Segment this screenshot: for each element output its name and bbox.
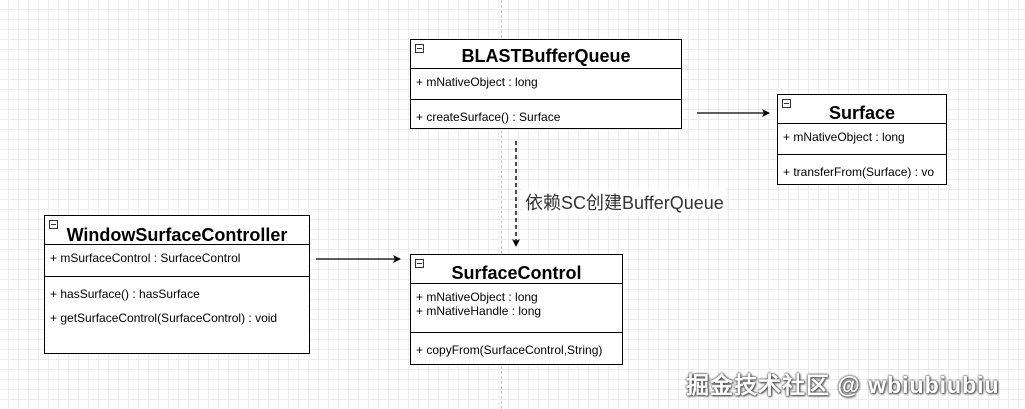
class-windowsurfacecontroller[interactable]: WindowSurfaceController + mSurfaceContro… [44,215,310,354]
method-row: + getSurfaceControl(SurfaceControl) : vo… [50,311,278,325]
class-header: Surface [778,95,946,124]
attribute-row: + mSurfaceControl : SurfaceControl [50,251,241,265]
attribute-row: + mNativeHandle : long [416,304,542,318]
class-surfacecontrol[interactable]: SurfaceControl + mNativeObject : long + … [410,254,623,365]
method-row: + copyFrom(SurfaceControl,String) [416,343,603,357]
attributes-section: + mNativeObject : long + mNativeHandle :… [411,284,622,333]
methods-section: + hasSurface() : hasSurface + getSurface… [45,277,309,325]
methods-section: + createSurface() : Surface [411,100,681,124]
method-row: + createSurface() : Surface [416,110,561,124]
methods-section: + transferFrom(Surface) : vo [778,155,946,179]
class-header: WindowSurfaceController [45,216,309,245]
class-blastbufferqueue[interactable]: BLASTBufferQueue + mNativeObject : long … [410,39,682,129]
method-row: + transferFrom(Surface) : vo [783,165,935,179]
methods-section: + copyFrom(SurfaceControl,String) [411,333,622,357]
class-header: BLASTBufferQueue [411,40,681,69]
method-row: + hasSurface() : hasSurface [50,287,200,301]
dependency-label: 依赖SC创建BufferQueue [523,189,726,215]
attributes-section: + mSurfaceControl : SurfaceControl [45,245,309,277]
class-title: BLASTBufferQueue [461,46,631,66]
collapse-icon[interactable] [415,259,424,268]
class-title: Surface [828,103,896,123]
attribute-row: + mNativeObject : long [783,130,905,144]
class-surface[interactable]: Surface + mNativeObject : long + transfe… [777,94,947,185]
class-title: SurfaceControl [451,263,582,283]
attributes-section: + mNativeObject : long [778,124,946,155]
watermark-text: 掘金技术社区 @ wbiubiubiu [686,372,1000,398]
class-title: WindowSurfaceController [66,225,288,245]
attribute-row: + mNativeObject : long [416,75,538,89]
collapse-icon[interactable] [782,99,791,108]
collapse-icon[interactable] [415,44,424,53]
attributes-section: + mNativeObject : long [411,69,681,100]
class-header: SurfaceControl [411,255,622,284]
attribute-row: + mNativeObject : long [416,290,538,304]
center-guide-line [501,0,502,409]
collapse-icon[interactable] [49,220,58,229]
